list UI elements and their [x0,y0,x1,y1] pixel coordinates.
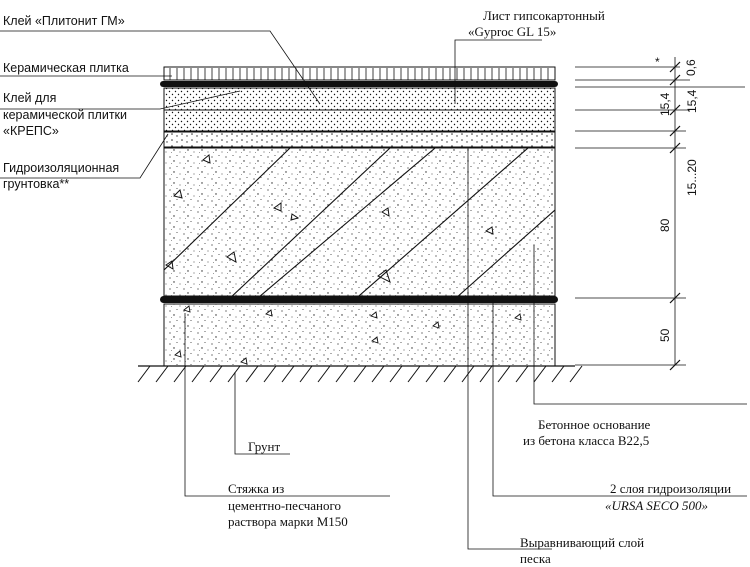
concrete-base-layer [163,147,556,297]
label-ceramic-tile: Керамическая плитка [3,61,129,75]
ceramic-tile-layer [163,66,556,81]
ground [137,365,583,383]
label-primer-line1: Гидроизоляционная [3,161,120,175]
waterproofing-line [160,296,558,303]
dim-0-6: 0,6 [684,59,698,76]
label-sand-layer-line1: Выравнивающий слой [520,535,645,550]
label-gypsum-brand: «Gyproc GL 15» [468,24,557,39]
label-glue-plitonit: Клей «Плитонит ГМ» [3,14,125,28]
label-primer-line2: грунтовка** [3,177,70,191]
label-sand-layer-line2: песка [520,551,551,566]
dim-15-20: 15...20 [685,159,699,196]
gypsum-board-layer [163,87,556,111]
dim-15-4-gypsum: 15,4 [658,92,672,116]
dim-80: 80 [658,218,672,232]
primer-layer [163,131,556,148]
gypsum-board-line [160,81,558,87]
label-tile-glue-line1: Клей для [3,91,57,105]
label-screed-line1: Стяжка из [228,481,285,496]
tile-glue-layer [163,109,556,132]
label-soil: Грунт [248,439,281,454]
label-screed-line2: цементно-песчаного [228,498,341,513]
screed-layer [163,303,556,367]
label-tile-glue-line2: керамической плитки [3,108,127,122]
dim-50: 50 [658,328,672,342]
label-concrete-base-line2: из бетона класса B22,5 [523,433,650,448]
label-gypsum-sheet: Лист гипсокартонный [483,8,605,23]
label-waterproofing-line1: 2 слоя гидроизоляции [610,481,732,496]
dim-15-4-glue: 15,4 [685,89,699,113]
label-waterproofing-line2: «URSA SECO 500» [605,498,709,513]
leader-lines [0,30,747,550]
dimension-chain [575,57,745,371]
dim-asterisk: * [655,55,660,69]
label-tile-glue-line3: «КРЕПС» [3,124,59,138]
label-screed-line3: раствора марки М150 [228,514,348,529]
label-concrete-base-line1: Бетонное основание [538,417,651,432]
